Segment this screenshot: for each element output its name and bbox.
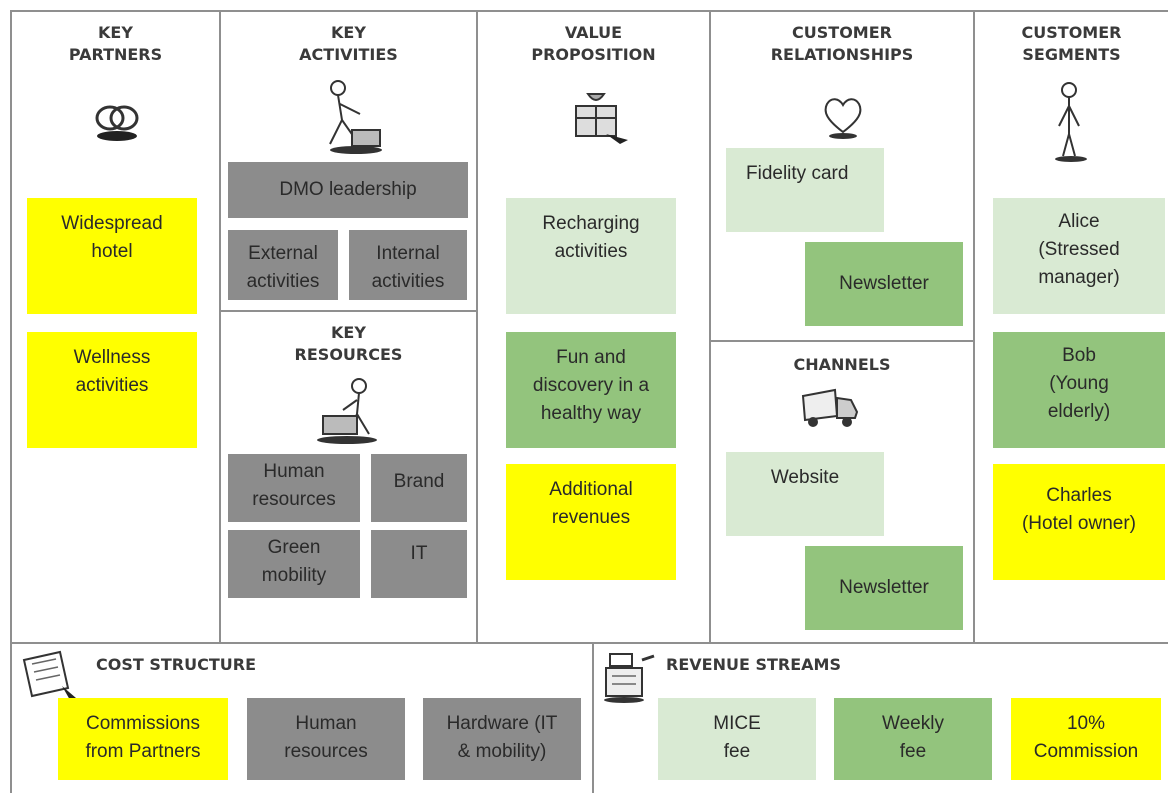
sticky-note: Charles (Hotel owner)	[993, 464, 1165, 580]
sticky-note: Weekly fee	[834, 698, 992, 780]
gift-icon	[564, 88, 634, 148]
sticky-note: External activities	[228, 230, 338, 300]
channels-heading: CHANNELS	[793, 355, 891, 374]
cost-structure-section: COST STRUCTURE Commissions from Partners…	[10, 642, 594, 793]
key-partners-heading: KEY PARTNERS	[68, 23, 163, 64]
sticky-note: Alice (Stressed manager)	[993, 198, 1165, 314]
sticky-note: Fidelity card	[726, 148, 884, 232]
customer-segments-heading: CUSTOMER SEGMENTS	[1021, 23, 1122, 64]
sticky-note: Website	[726, 452, 884, 536]
sticky-note: Green mobility	[228, 530, 360, 598]
customer-relationships-section: CUSTOMER RELATIONSHIPS Fidelity card New…	[709, 10, 975, 342]
sticky-note: Newsletter	[805, 242, 963, 326]
sticky-note: IT	[371, 530, 467, 598]
sticky-note: Newsletter	[805, 546, 963, 630]
sticky-note: Bob (Young elderly)	[993, 332, 1165, 448]
heart-icon	[819, 94, 867, 140]
truck-icon	[797, 382, 863, 430]
cash-register-icon	[598, 646, 658, 706]
revenue-streams-section: REVENUE STREAMS MICE fee Weekly fee 10% …	[592, 642, 1168, 793]
receipt-icon	[16, 648, 82, 704]
person-icon	[1049, 80, 1093, 164]
channels-section: CHANNELS Website Newsletter	[709, 340, 975, 644]
key-activities-heading: KEY ACTIVITIES	[299, 23, 398, 64]
sticky-note: Internal activities	[349, 230, 467, 300]
sticky-note: Human resources	[228, 454, 360, 522]
sticky-note: Additional revenues	[506, 464, 676, 580]
customer-segments-section: CUSTOMER SEGMENTS Alice (Stressed manage…	[973, 10, 1168, 644]
key-activities-section: KEY ACTIVITIES DMO leadership External a…	[219, 10, 478, 312]
sticky-note: Hardware (IT & mobility)	[423, 698, 581, 780]
sticky-note: MICE fee	[658, 698, 816, 780]
revenue-streams-heading: REVENUE STREAMS	[666, 655, 841, 674]
key-partners-section: KEY PARTNERS Widespread hotel Wellness a…	[10, 10, 221, 644]
sticky-note: Commissions from Partners	[58, 698, 228, 780]
rings-icon	[82, 98, 152, 144]
cost-structure-heading: COST STRUCTURE	[96, 655, 256, 674]
sticky-note: Recharging activities	[506, 198, 676, 314]
sticky-note: Widespread hotel	[27, 198, 197, 314]
resources-worker-icon	[313, 376, 385, 446]
value-proposition-heading: VALUE PROPOSITION	[531, 23, 656, 64]
key-resources-heading: KEY RESOURCES	[294, 323, 403, 364]
sticky-note: Wellness activities	[27, 332, 197, 448]
sticky-note: DMO leadership	[228, 162, 468, 218]
sticky-note: Brand	[371, 454, 467, 522]
worker-icon	[316, 74, 386, 156]
customer-relationships-heading: CUSTOMER RELATIONSHIPS	[770, 23, 914, 64]
key-resources-section: KEY RESOURCES Human resources Brand Gree…	[219, 310, 478, 644]
value-proposition-section: VALUE PROPOSITION Recharging activities …	[476, 10, 711, 644]
sticky-note: Human resources	[247, 698, 405, 780]
sticky-note: Fun and discovery in a healthy way	[506, 332, 676, 448]
sticky-note: 10% Commission	[1011, 698, 1161, 780]
